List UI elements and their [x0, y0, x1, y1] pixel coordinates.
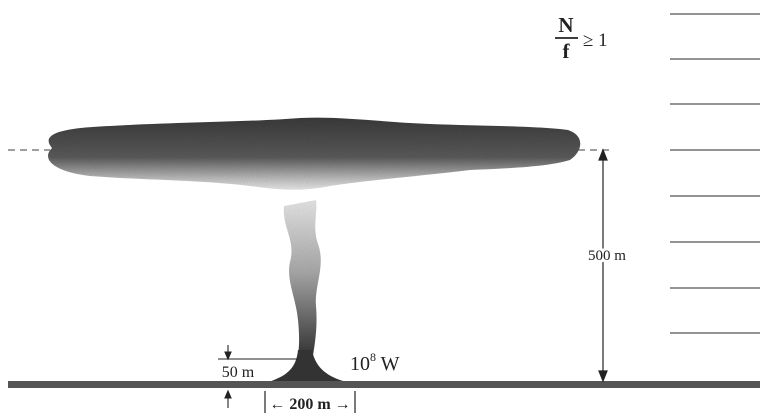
- plume-source-base: [262, 350, 356, 384]
- spreading-cloud: [48, 118, 580, 190]
- power-base: 10: [350, 353, 370, 375]
- criterion-denominator: f: [563, 39, 571, 63]
- plume-stem: [284, 200, 321, 362]
- height-label: 500 m: [588, 248, 626, 264]
- power-unit: W: [376, 353, 400, 375]
- stratification-criterion: N f ≥ 1: [555, 13, 608, 63]
- stratification-lines: [670, 14, 760, 333]
- height-dimension: [599, 150, 607, 381]
- criterion-numerator: N: [558, 13, 573, 37]
- power-label: 108 W: [350, 350, 400, 375]
- source-height-label: 50 m: [222, 364, 255, 381]
- criterion-relation: ≥ 1: [583, 30, 608, 51]
- ground-surface: [8, 381, 760, 388]
- source-width-label: ← 200 m →: [269, 396, 350, 413]
